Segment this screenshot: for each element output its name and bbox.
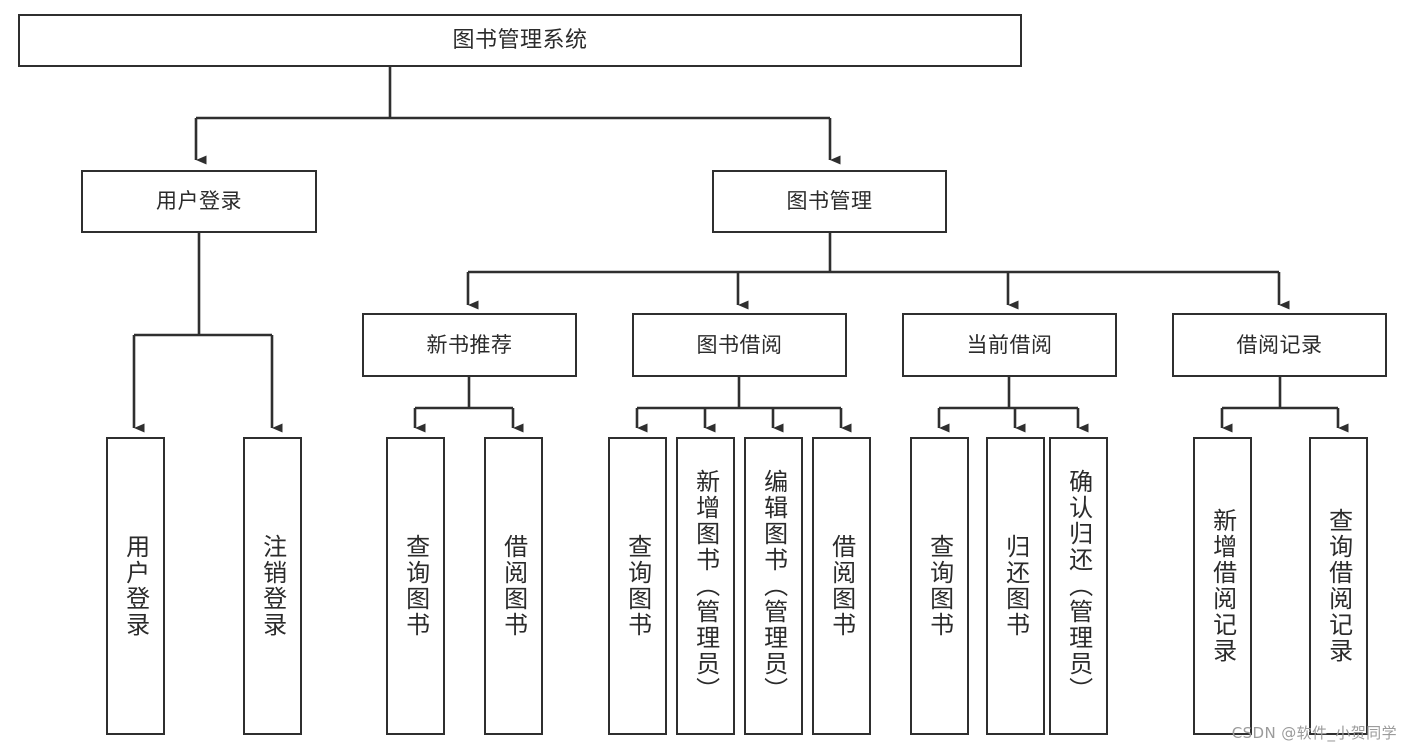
node-current-borrow[interactable]: 当前借阅 [902,313,1117,377]
leaf-node-label: 查询图书 [623,534,652,638]
leaf-node-label: 查询图书 [925,534,954,638]
leaf-node-label: 归还图书 [1001,534,1030,638]
leaf-node[interactable]: 查询图书 [386,437,445,735]
node-book-borrow[interactable]: 图书借阅 [632,313,847,377]
leaf-node[interactable]: 用户登录 [106,437,165,735]
leaf-node-label: 新增借阅记录 [1208,508,1237,664]
leaf-node[interactable]: 归还图书 [986,437,1045,735]
leaf-node-label: 借阅图书 [827,534,856,638]
node-label: 图书借阅 [696,332,783,357]
leaf-node[interactable]: 新增借阅记录 [1193,437,1252,735]
leaf-node[interactable]: 查询借阅记录 [1309,437,1368,735]
node-user-login[interactable]: 用户登录 [81,170,317,233]
leaf-node-label: 查询图书 [401,534,430,638]
leaf-node-label: 用户登录 [121,534,150,638]
leaf-node[interactable]: 借阅图书 [484,437,543,735]
leaf-node-label: 注销登录 [258,534,287,638]
node-book-management[interactable]: 图书管理 [712,170,947,233]
leaf-node-label: 新增图书（管理员） [691,469,720,703]
leaf-node[interactable]: 查询图书 [910,437,969,735]
leaf-node[interactable]: 新增图书（管理员） [676,437,735,735]
leaf-node[interactable]: 注销登录 [243,437,302,735]
node-label: 借阅记录 [1236,332,1323,357]
leaf-node[interactable]: 查询图书 [608,437,667,735]
leaf-node[interactable]: 确认归还（管理员） [1049,437,1108,735]
node-new-book-recommend[interactable]: 新书推荐 [362,313,577,377]
leaf-node-label: 借阅图书 [499,534,528,638]
leaf-node[interactable]: 借阅图书 [812,437,871,735]
watermark: CSDN @软件_小贺同学 [1231,724,1397,742]
node-label: 当前借阅 [966,332,1053,357]
node-label: 图书管理 [786,189,873,214]
leaf-node-label: 编辑图书（管理员） [759,469,788,703]
leaf-node[interactable]: 编辑图书（管理员） [744,437,803,735]
node-label: 新书推荐 [426,332,513,357]
node-borrow-record[interactable]: 借阅记录 [1172,313,1387,377]
node-label: 图书管理系统 [452,27,588,53]
node-label: 用户登录 [156,189,242,214]
node-root-system[interactable]: 图书管理系统 [18,14,1022,67]
leaf-node-label: 查询借阅记录 [1324,508,1353,664]
leaf-node-label: 确认归还（管理员） [1064,469,1093,703]
